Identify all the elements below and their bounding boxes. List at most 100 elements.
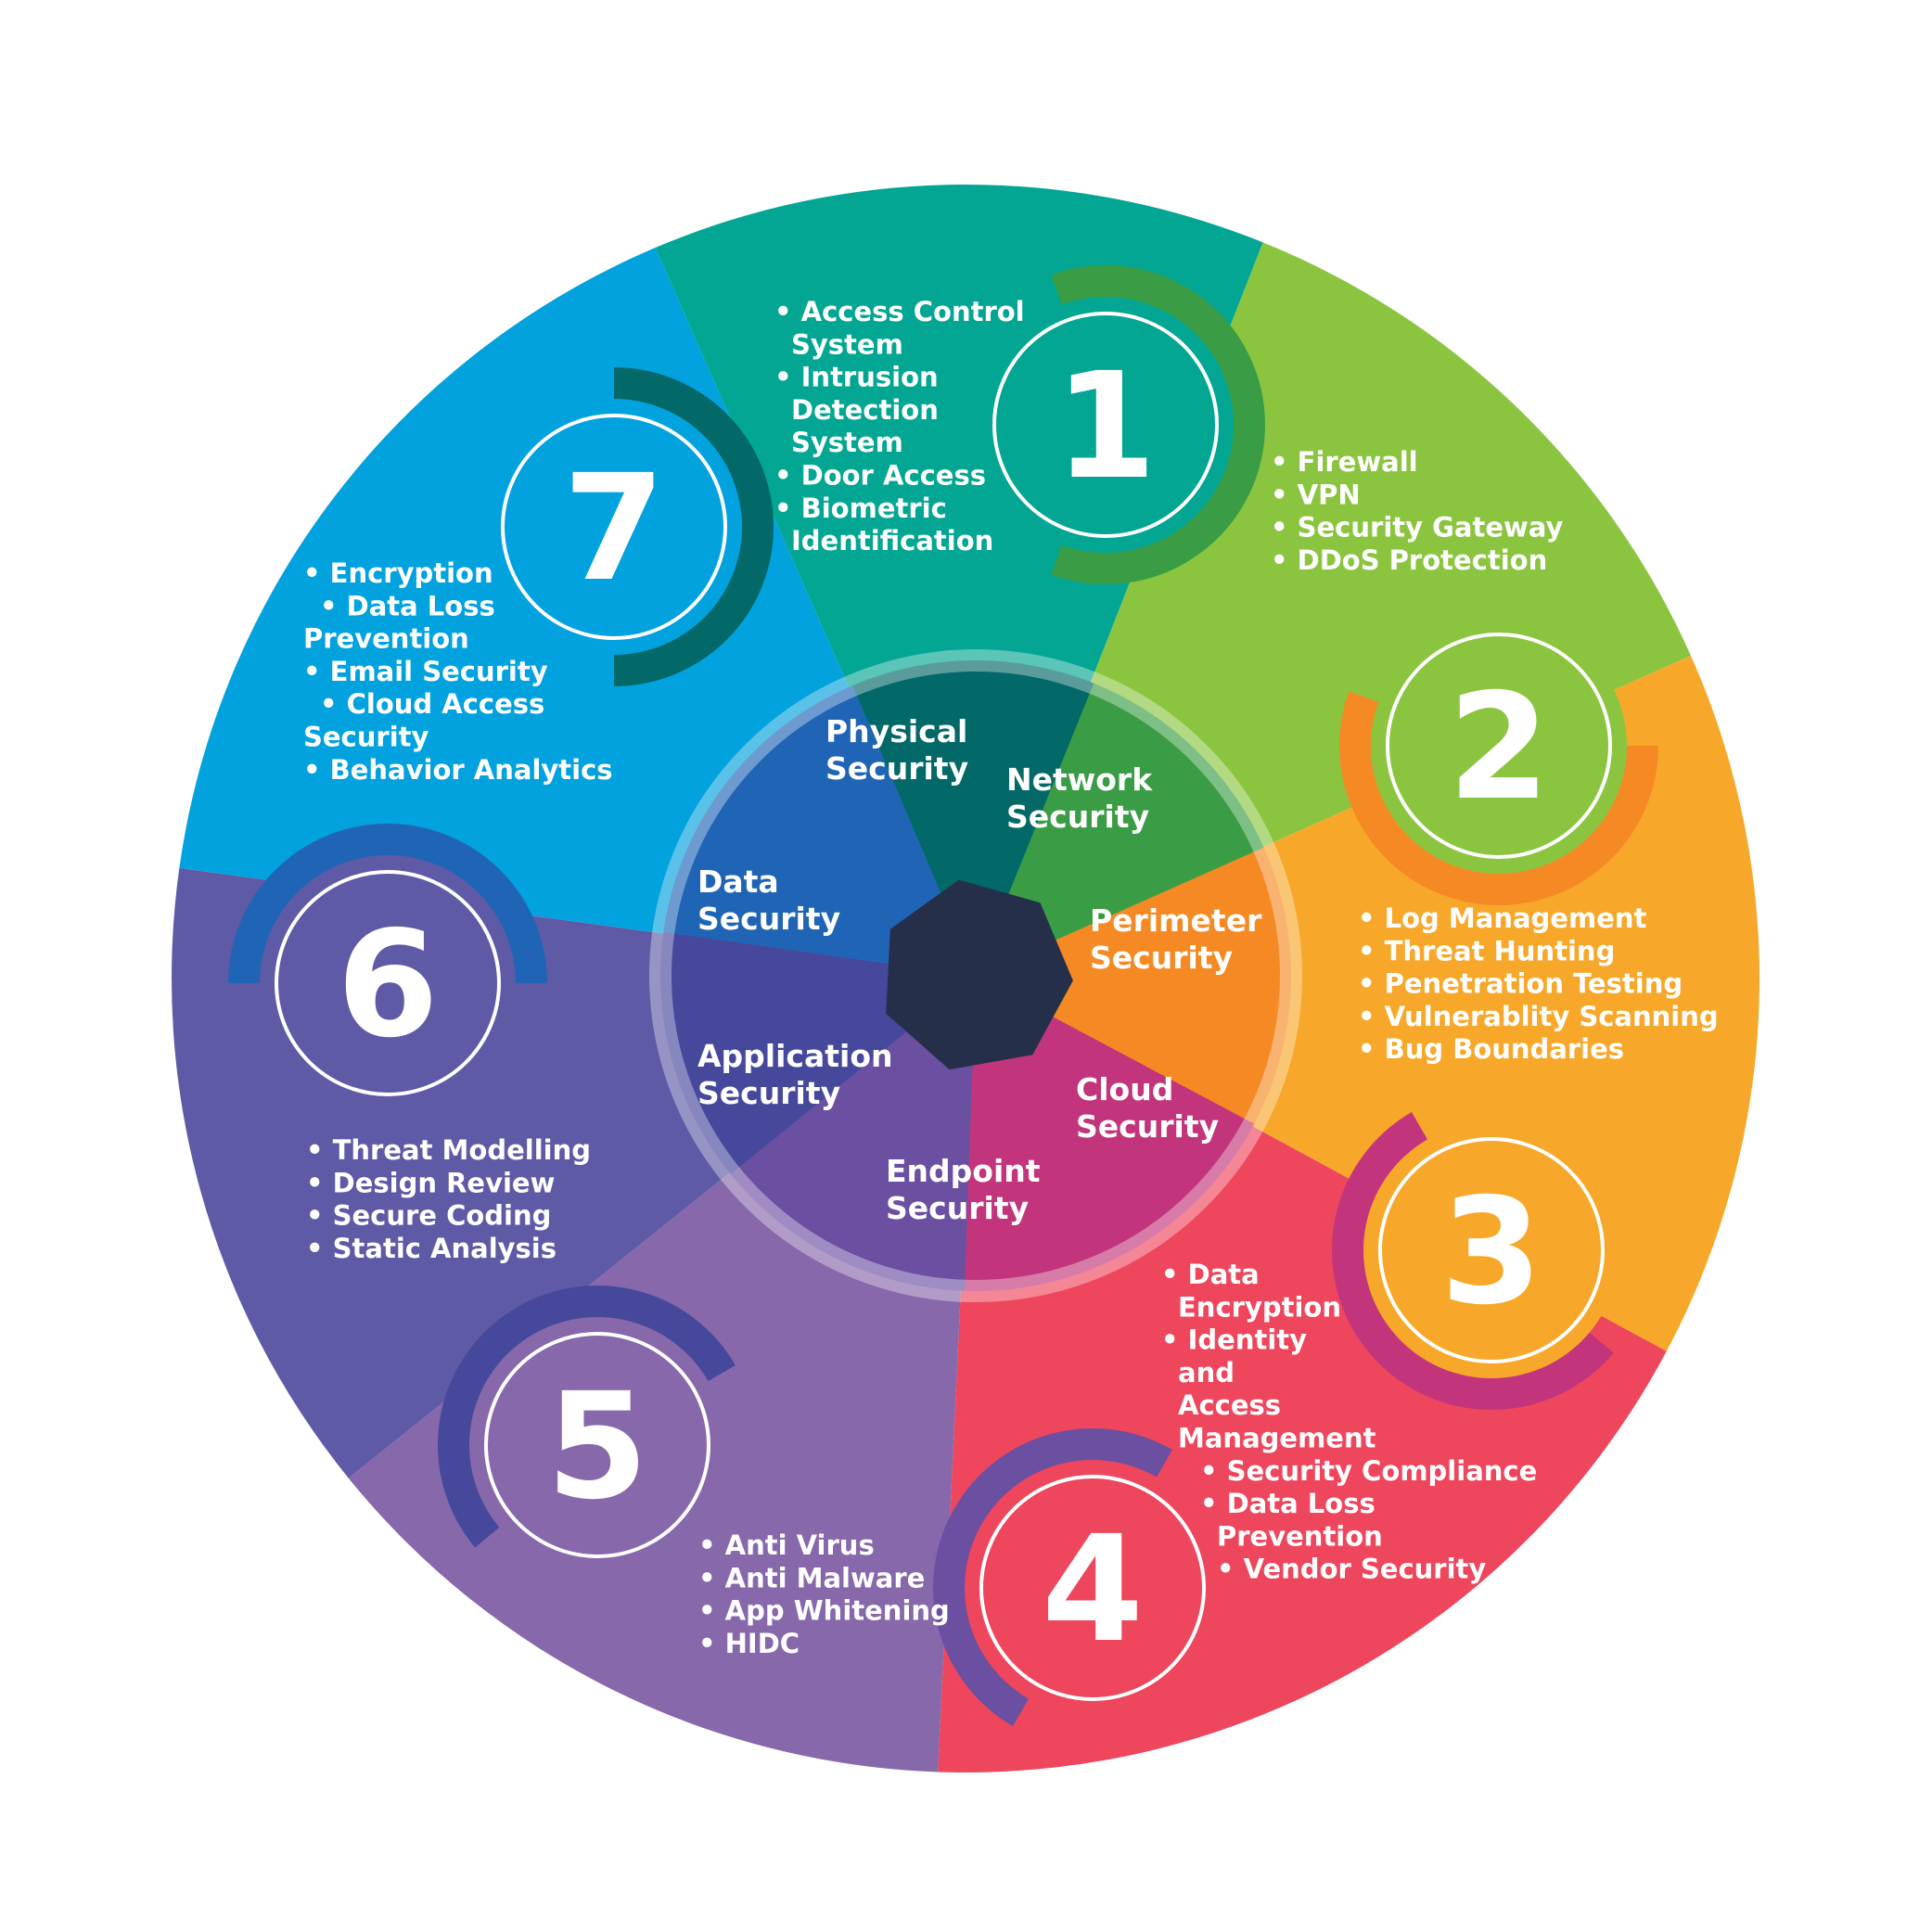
- list-item: • Anti Virus: [698, 1529, 875, 1561]
- segment-2-list: • Firewall• VPN• Security Gateway• DDoS …: [1271, 446, 1563, 576]
- badge-number: 2: [1448, 662, 1550, 833]
- list-item: • Access Control: [774, 296, 1025, 327]
- center-label-line1: Application: [697, 1038, 893, 1074]
- center-label-line1: Network: [1006, 761, 1153, 798]
- badge-number: 1: [1055, 341, 1157, 512]
- list-item: Identification: [791, 525, 993, 557]
- list-item: • Threat Modelling: [306, 1134, 591, 1166]
- badge-ring: [1378, 1137, 1605, 1363]
- badge-ring: [484, 1332, 710, 1558]
- center-label-line2: Security: [825, 750, 968, 787]
- badge-number: 4: [1042, 1504, 1144, 1675]
- badge-ring: [501, 414, 727, 640]
- list-item: • Design Review: [306, 1167, 555, 1198]
- list-item: Security: [303, 722, 429, 753]
- list-item: Encryption: [1178, 1291, 1341, 1323]
- list-item: and: [1178, 1357, 1235, 1388]
- list-item: • Vulnerablity Scanning: [1358, 1001, 1719, 1032]
- center-hub: [886, 879, 1073, 1070]
- list-item: • Static Analysis: [306, 1233, 557, 1264]
- inner-segment-1: [852, 660, 1094, 976]
- inner-segment-7: [663, 685, 976, 976]
- center-label-line1: Endpoint: [886, 1153, 1041, 1189]
- badge-accent-arc: [933, 1428, 1172, 1726]
- badge-ring: [275, 870, 501, 1096]
- list-item: • DDoS Protection: [1271, 544, 1547, 576]
- list-item: • Log Management: [1358, 902, 1646, 934]
- badge-disc: [978, 297, 1234, 553]
- list-item: • Identity: [1161, 1324, 1307, 1356]
- center-label-line2: Security: [697, 901, 840, 937]
- badge-2: 2: [1339, 618, 1658, 905]
- list-item: • Encryption: [303, 557, 493, 589]
- center-label-line2: Security: [1090, 940, 1233, 976]
- list-item: • Cloud Access: [320, 688, 544, 720]
- list-item: • Door Access: [774, 460, 986, 492]
- badge-1: 1: [978, 265, 1265, 584]
- list-item: • VPN: [1271, 479, 1361, 510]
- badge-6: 6: [228, 824, 547, 1111]
- list-item: • Firewall: [1271, 446, 1418, 478]
- list-item: • Security Compliance: [1200, 1455, 1537, 1487]
- badge-number: 5: [546, 1362, 648, 1532]
- center-label-line2: Security: [1006, 799, 1149, 835]
- badge-4: 4: [933, 1428, 1221, 1726]
- number-badges: 1 2 3 4 5 6 7: [228, 265, 1658, 1726]
- list-item: • Data Loss: [320, 590, 495, 621]
- badge-accent-arc: [1051, 265, 1265, 584]
- badge-number: 7: [563, 443, 665, 614]
- badge-disc: [965, 1460, 1221, 1716]
- center-label-line1: Physical: [825, 713, 967, 749]
- inner-segments: [649, 649, 1302, 1302]
- list-item: • Penetration Testing: [1358, 968, 1683, 1000]
- list-item: • Secure Coding: [306, 1200, 551, 1232]
- segment-6-list: • Threat Modelling• Design Review• Secur…: [306, 1134, 591, 1264]
- center-label-line1: Perimeter: [1090, 902, 1262, 939]
- segment-5-list: • Anti Virus• Anti Malware• App Whitenin…: [698, 1529, 950, 1659]
- center-label-line1: Data: [697, 864, 779, 900]
- list-item: Management: [1178, 1423, 1376, 1454]
- center-label-line2: Security: [886, 1190, 1029, 1226]
- list-item: System: [791, 427, 903, 458]
- inner-segment-2: [976, 683, 1264, 976]
- list-item: • Email Security: [303, 656, 548, 687]
- list-item: • Security Gateway: [1271, 512, 1563, 544]
- center-label-line2: Security: [697, 1075, 840, 1111]
- badge-accent-arc: [613, 367, 774, 686]
- center-label-line2: Security: [1076, 1108, 1219, 1145]
- list-item: Prevention: [303, 623, 469, 655]
- badge-accent-arc: [1339, 691, 1658, 905]
- badge-ring: [979, 1475, 1206, 1701]
- inner-segment-4: [965, 976, 1255, 1291]
- list-item: • Bug Boundaries: [1358, 1033, 1624, 1065]
- inner-ring: [649, 649, 1302, 1302]
- badge-disc: [260, 855, 516, 1111]
- list-item: • App Whitening: [698, 1595, 950, 1627]
- badge-number: 6: [337, 900, 439, 1070]
- list-item: Prevention: [1217, 1520, 1383, 1552]
- list-item: • Data: [1161, 1259, 1260, 1290]
- list-item: • Threat Hunting: [1358, 935, 1615, 966]
- list-item: • Vendor Security: [1217, 1554, 1486, 1585]
- badge-5: 5: [438, 1286, 736, 1573]
- badge-accent-arc: [438, 1286, 736, 1548]
- list-item: • Anti Malware: [698, 1562, 925, 1593]
- badge-3: 3: [1332, 1112, 1619, 1410]
- center-label-line1: Cloud: [1076, 1071, 1173, 1107]
- badge-accent-arc: [1332, 1112, 1614, 1410]
- inner-segment-5: [730, 976, 976, 1291]
- badge-number: 3: [1440, 1167, 1542, 1337]
- badge-disc: [1363, 1122, 1619, 1378]
- list-item: • HIDC: [698, 1628, 800, 1659]
- badge-accent-arc: [228, 824, 547, 984]
- list-item: • Behavior Analytics: [303, 754, 613, 786]
- badge-disc: [486, 399, 742, 655]
- list-item: • Data Loss: [1200, 1488, 1375, 1519]
- segment-3-list: • Log Management• Threat Hunting• Penetr…: [1358, 902, 1719, 1065]
